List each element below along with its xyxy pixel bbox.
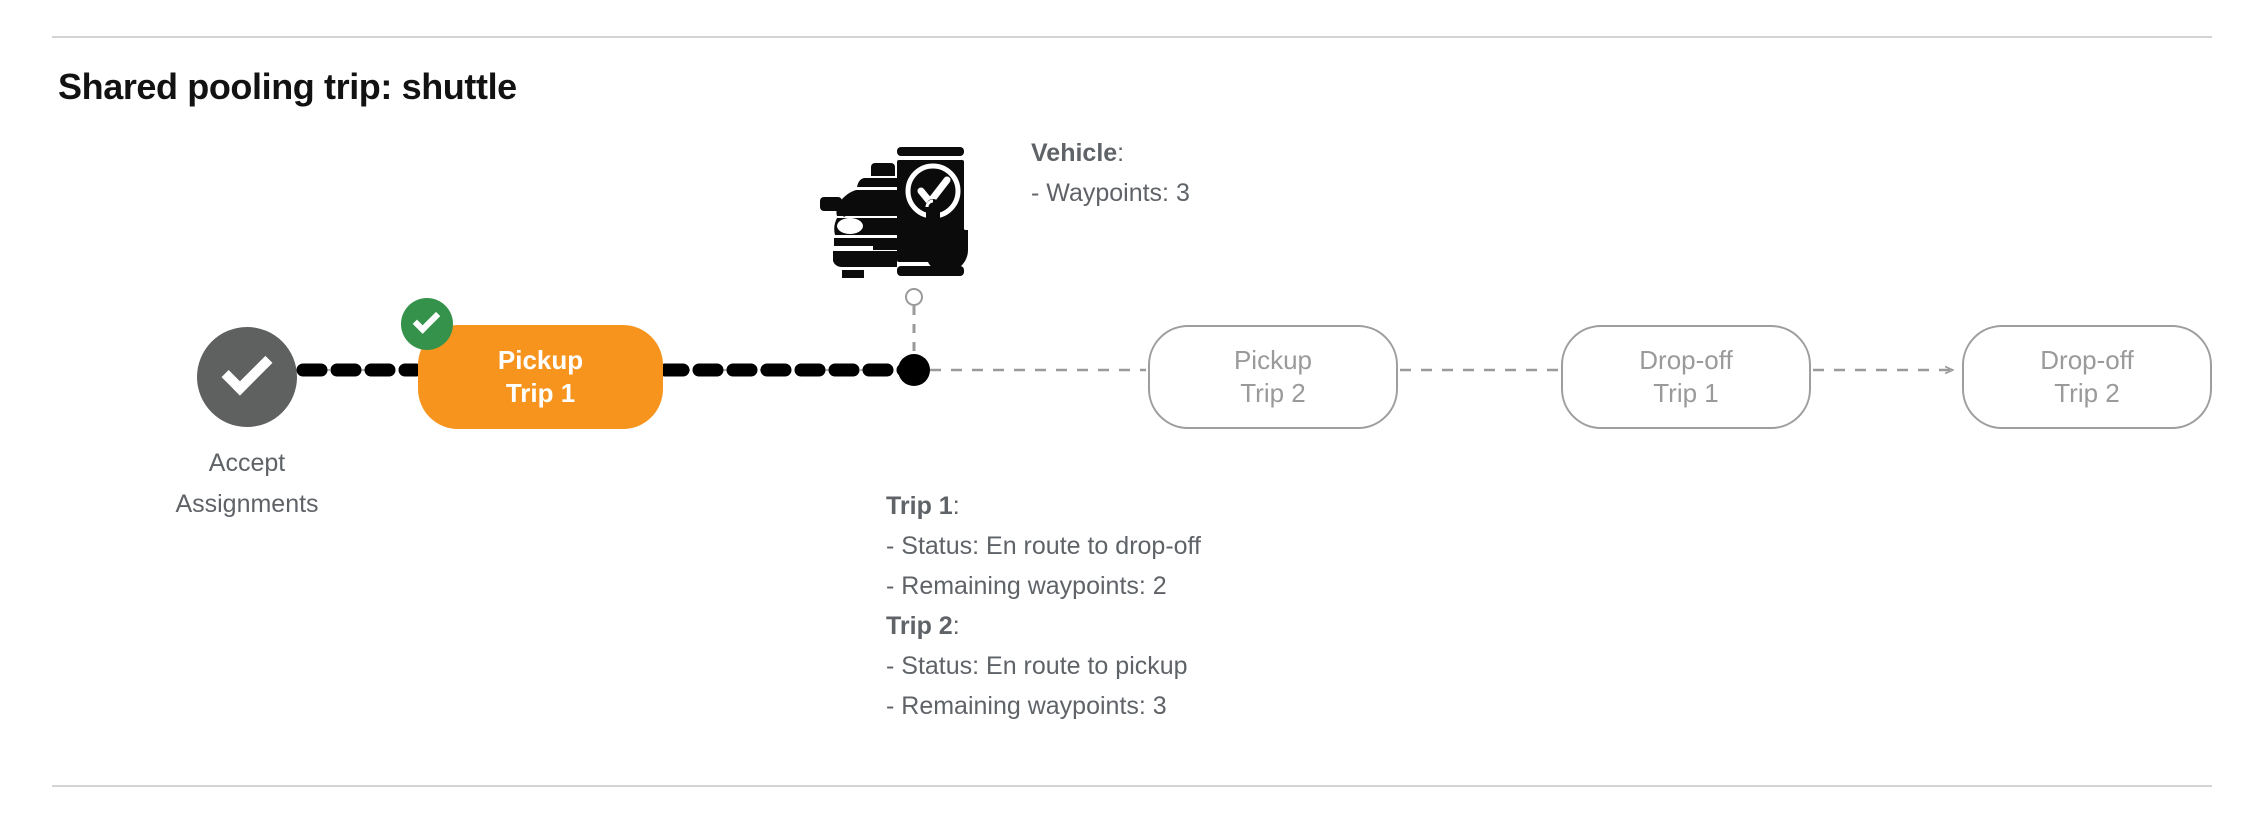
node-pickup-trip-1[interactable]: Pickup Trip 1	[418, 325, 663, 429]
page-title: Shared pooling trip: shuttle	[58, 66, 517, 107]
node-pickup-trip-2-line1: Pickup	[1233, 345, 1313, 375]
node-dropoff-trip-2[interactable]: Drop-off Trip 2	[1962, 325, 2212, 429]
vehicle-leader-ring-icon	[905, 288, 923, 306]
vehicle-info-header: Vehicle:	[1031, 133, 1190, 173]
trip-info: Trip 1: - Status: En route to drop-off -…	[886, 486, 1201, 726]
accept-assignments-node[interactable]	[197, 327, 297, 427]
bottom-divider	[52, 785, 2212, 787]
node-dropoff-trip-2-line2: Trip 2	[2054, 378, 2120, 408]
node-pickup-trip-1-line1: Pickup	[497, 345, 584, 375]
node-dropoff-trip-1-line1: Drop-off	[1639, 345, 1733, 375]
vehicle-info-header-colon: :	[1117, 139, 1125, 167]
node-pickup-trip-2[interactable]: Pickup Trip 2	[1148, 325, 1398, 429]
trip2-waypoints: - Remaining waypoints: 3	[886, 692, 1167, 720]
trip1-header-colon: :	[952, 492, 960, 520]
accept-assignments-label-line2: Assignments	[175, 490, 319, 518]
trip2-header-label: Trip 2	[886, 612, 953, 640]
trip1-header-label: Trip 1	[886, 492, 953, 520]
check-circle-icon	[221, 344, 273, 396]
vehicle-info-waypoints: - Waypoints: 3	[1031, 179, 1190, 207]
node-pickup-trip-2-line2: Trip 2	[1240, 378, 1306, 408]
vehicle-info: Vehicle: - Waypoints: 3	[1031, 133, 1190, 213]
node-dropoff-trip-1-line2: Trip 1	[1653, 378, 1719, 408]
node-pickup-trip-1-line2: Trip 1	[505, 378, 576, 408]
trip1-header: Trip 1:	[886, 486, 1201, 526]
check-badge-icon	[401, 298, 453, 350]
node-dropoff-trip-1[interactable]: Drop-off Trip 1	[1561, 325, 1811, 429]
accept-assignments-label-line1: Accept	[208, 449, 286, 477]
top-divider	[52, 36, 2212, 38]
vehicle-info-header-label: Vehicle	[1031, 139, 1118, 167]
trip2-status: - Status: En route to pickup	[886, 652, 1188, 680]
accept-assignments-label: Accept Assignments	[97, 443, 397, 525]
trip2-header: Trip 2:	[886, 606, 1201, 646]
check-badge-tick	[412, 306, 441, 334]
node-dropoff-trip-2-line1: Drop-off	[2040, 345, 2134, 375]
trip1-status: - Status: En route to drop-off	[886, 532, 1201, 560]
car-phone-check-icon	[820, 118, 980, 284]
trip1-waypoints: - Remaining waypoints: 2	[886, 572, 1167, 600]
trip2-header-colon: :	[952, 612, 960, 640]
vehicle-position-dot	[898, 354, 930, 386]
